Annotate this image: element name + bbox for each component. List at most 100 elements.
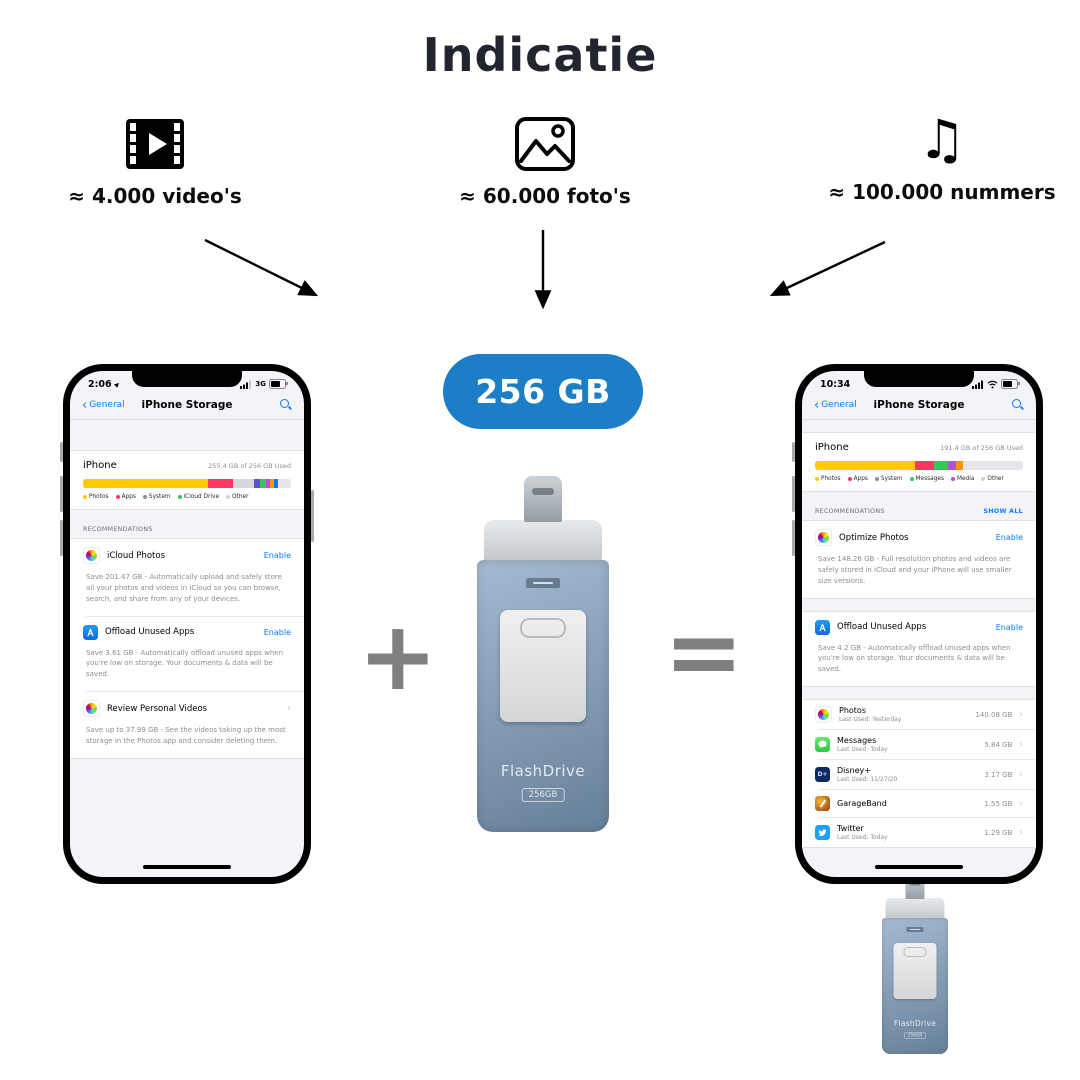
chevron-right-icon: › <box>1019 739 1023 750</box>
wifi-icon <box>987 380 998 388</box>
recommendations-header: RECOMMENDATIONS <box>83 526 153 533</box>
legend-dot <box>909 477 914 481</box>
enable-button[interactable]: Enable <box>263 551 291 560</box>
enable-button[interactable]: Enable <box>263 627 291 637</box>
chevron-right-icon: › <box>1019 798 1023 809</box>
page-title: Indicatie <box>422 28 658 82</box>
legend-label: Apps <box>853 476 868 482</box>
storage-summary-card: iPhone 255.4 GB of 256 GB Used Photos Ap… <box>70 450 304 510</box>
legend-label: Other <box>232 494 249 500</box>
legend-dot <box>142 495 147 499</box>
volume-down-button <box>792 520 795 556</box>
app-row-disney[interactable]: Disney+ Last Used: 11/27/20 3.17 GB › <box>802 760 1036 790</box>
legend-dot <box>115 495 120 499</box>
left-phone: 2:06 ▶ 3G ‹ General iPhone Storage <box>60 364 314 884</box>
legend-label: Photos <box>89 494 109 500</box>
recommendation-description: Save 201.47 GB - Automatically upload an… <box>86 573 282 603</box>
legend-dot <box>950 477 955 481</box>
recommendation-row: Offload Unused Apps Enable <box>70 617 304 648</box>
capacity-photos: ≈ 60.000 foto's <box>450 112 640 208</box>
app-row-messages[interactable]: Messages Last Used: Today 5.84 GB › <box>802 730 1036 760</box>
recommendation-description: Save 4.2 GB - Automatically offload unus… <box>818 643 1011 674</box>
back-button[interactable]: ‹ General <box>814 399 857 412</box>
network-label: 3G <box>255 380 266 388</box>
app-last-used: Last Used: Yesterday <box>839 716 902 724</box>
disney-plus-icon <box>815 767 830 783</box>
recommendation-row[interactable]: Review Personal Videos › <box>70 692 304 725</box>
legend-dot <box>83 495 87 499</box>
storage-legend: Photos Apps System Messages Media Other <box>802 476 1036 491</box>
legend-dot <box>847 477 852 481</box>
app-row-garageband[interactable]: GarageBand 1.55 GB › <box>802 790 1036 818</box>
app-store-icon <box>83 624 98 640</box>
recommendations-card: Optimize Photos Enable Save 148.26 GB - … <box>802 520 1036 599</box>
legend-dot <box>226 495 231 499</box>
divider <box>86 615 304 617</box>
signal-icon <box>240 380 252 389</box>
storage-used-label: 191.4 GB of 256 GB Used <box>940 444 1023 452</box>
flashdrive-slider <box>500 610 586 722</box>
legend-label: iCloud Drive <box>183 494 220 500</box>
flashdrive-brand: FlashDrive <box>893 1019 937 1028</box>
divider <box>818 789 1036 791</box>
flashdrive-slot <box>906 927 924 932</box>
music-count-label: ≈ 100.000 nummers <box>828 180 1056 204</box>
legend-dot <box>874 477 879 481</box>
storage-summary-card: iPhone 191.4 GB of 256 GB Used Photos Ap… <box>802 432 1036 492</box>
legend-dot <box>981 477 986 481</box>
flashdrive-slider <box>893 943 937 999</box>
recommendation-description: Save up to 37.99 GB - See the videos tak… <box>86 726 286 745</box>
recommendation-title: Offload Unused Apps <box>837 622 927 633</box>
photos-app-icon <box>815 706 832 724</box>
back-button[interactable]: ‹ General <box>82 399 125 412</box>
device-name: iPhone <box>83 460 117 471</box>
capacity-videos: ≈ 4.000 video's <box>60 112 250 208</box>
mute-switch <box>60 442 63 462</box>
enable-button[interactable]: Enable <box>995 622 1023 632</box>
enable-button[interactable]: Enable <box>995 533 1023 542</box>
flashdrive-slot <box>526 578 560 588</box>
app-name: Disney+ <box>837 766 871 776</box>
volume-up-button <box>60 476 63 512</box>
recommendation-title: Optimize Photos <box>839 532 909 543</box>
back-label: General <box>821 400 857 410</box>
photos-count-label: ≈ 60.000 foto's <box>459 184 631 208</box>
video-icon <box>60 112 250 176</box>
search-icon[interactable] <box>280 399 292 411</box>
divider <box>818 759 1036 761</box>
app-last-used: Last Used: Today <box>837 834 888 842</box>
arrow-videos <box>204 238 319 297</box>
messages-app-icon <box>815 737 830 753</box>
home-indicator[interactable] <box>875 865 963 869</box>
legend-label: System <box>880 476 903 482</box>
app-size: 1.29 GB <box>984 828 1013 837</box>
recommendations-card: Offload Unused Apps Enable Save 4.2 GB -… <box>802 610 1036 688</box>
storage-bar <box>83 479 291 488</box>
nav-title: iPhone Storage <box>873 399 965 411</box>
legend-label: Photos <box>821 476 841 482</box>
home-indicator[interactable] <box>143 865 231 869</box>
legend-label: Apps <box>121 494 136 500</box>
recommendation-title: Offload Unused Apps <box>105 627 195 638</box>
nav-bar: ‹ General iPhone Storage <box>802 393 1036 420</box>
status-time: 2:06 <box>88 378 112 390</box>
left-phone-screen: 2:06 ▶ 3G ‹ General iPhone Storage <box>70 371 304 877</box>
capacity-badge-label: 256 GB <box>475 372 611 411</box>
app-row-twitter[interactable]: Twitter Last Used: Today 1.29 GB › <box>802 818 1036 848</box>
flashdrive-cap <box>484 520 602 562</box>
recommendation-row: Optimize Photos Enable <box>802 521 1036 554</box>
chevron-right-icon: › <box>1019 827 1023 838</box>
legend-dot <box>815 477 819 481</box>
app-row-photos[interactable]: Photos Last Used: Yesterday 140.08 GB › <box>802 700 1036 730</box>
flashdrive-product: FlashDrive 256GB <box>468 476 618 832</box>
storage-bar <box>815 461 1023 470</box>
right-phone: 10:34 ‹ Ge <box>792 364 1043 884</box>
volume-down-button <box>60 520 63 556</box>
twitter-icon <box>815 825 830 841</box>
status-bar: 2:06 ▶ 3G <box>70 371 304 393</box>
search-icon[interactable] <box>1012 399 1024 411</box>
battery-icon <box>1001 379 1020 389</box>
show-all-button[interactable]: SHOW ALL <box>983 508 1023 515</box>
flashdrive-capacity-label: 256GB <box>521 788 565 802</box>
recommendation-row: Offload Unused Apps Enable <box>802 612 1036 643</box>
